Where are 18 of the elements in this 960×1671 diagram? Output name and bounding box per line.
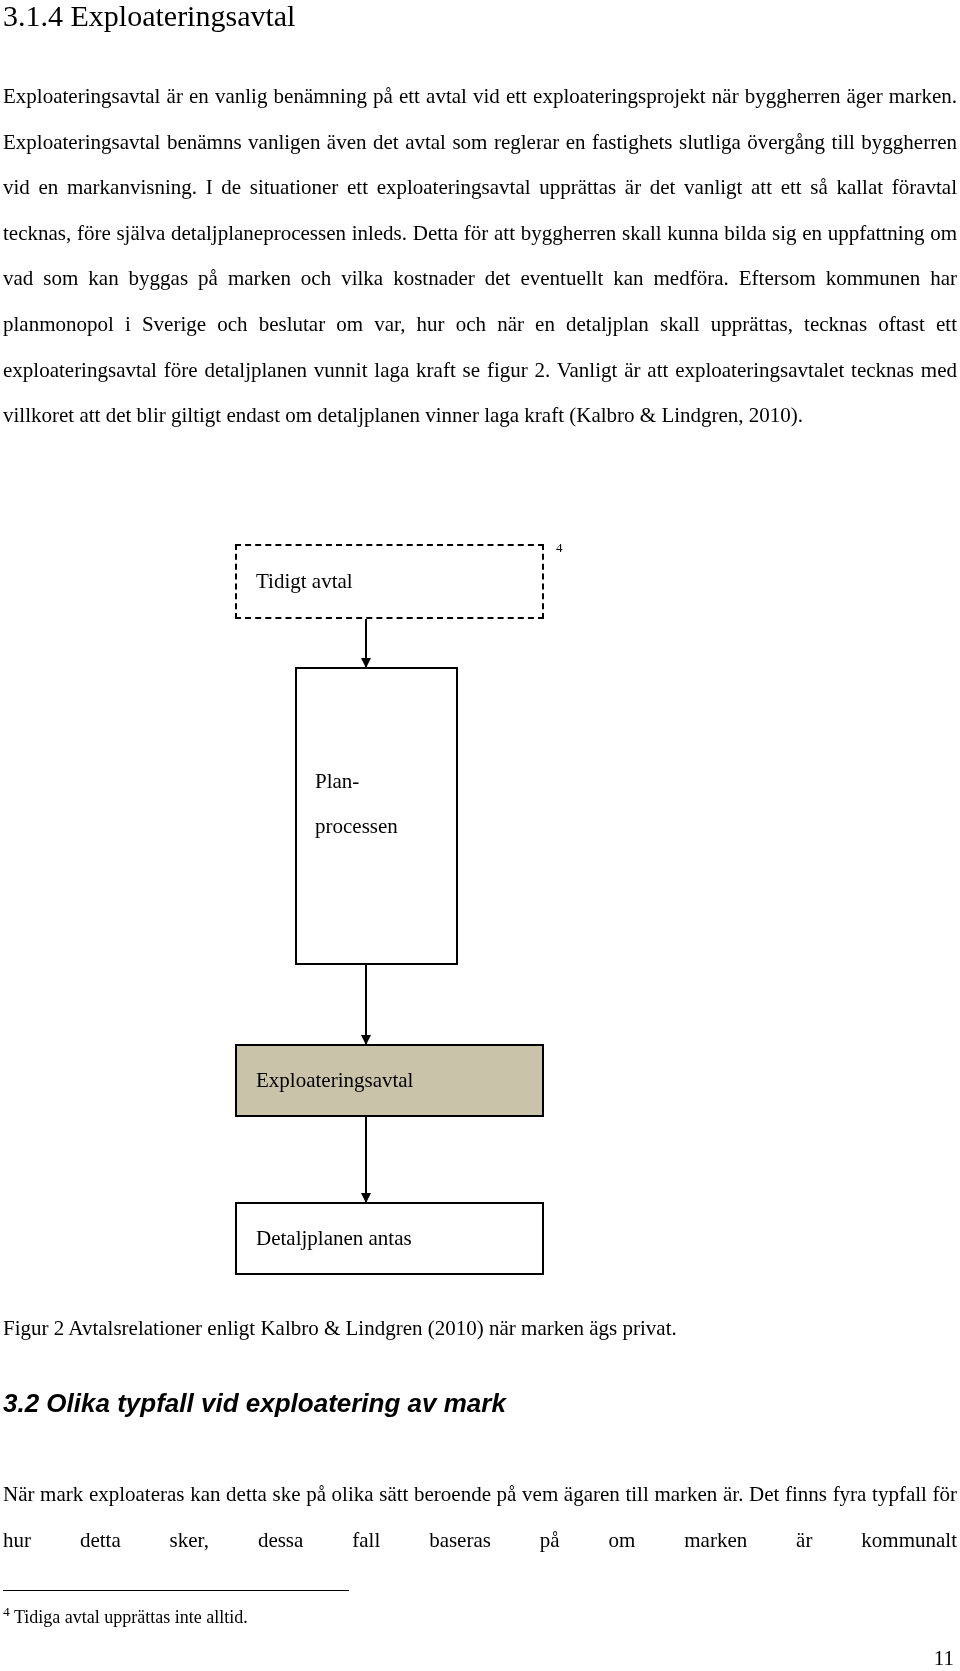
- node-label: Detaljplanen antas: [256, 1225, 412, 1252]
- process-box: [295, 667, 458, 965]
- body-paragraph: Exploateringsavtal är en vanlig benämning på ett avtal vid ett exploateringsprojekt när byggherren äger marken. Exploateringsavtal benämns vanligen även det avtal som reglerar en fastighets slutliga övergång till byggherren vid en markanvisning. I de situationer ett exploateringsavtal upprättas är det vanligt att ett så kallat föravtal tecknas, före själva detaljplaneprocessen inleds. Detta för att byggherren skall kunna bilda sig en uppfattning om vad som kan byggas på marken och vilka kostnader det eventuellt kan medföra. Eftersom kommunen har planmonopol i Sverige och beslutar om var, hur och när en detaljplan skall upprättas, tecknas oftast ett exploateringsavtal före detaljplanen vunnit laga kraft se figur 2. Vanligt är att exploateringsavtalet tecknas med villkoret att det blir giltigt endast om detaljplanen vinner laga kraft (Kalbro & Lindgren, 2010).: [3, 83, 957, 430]
- node-label: Exploateringsavtal: [256, 1067, 414, 1094]
- process-box: [235, 1044, 544, 1117]
- node-label: Plan- processen: [315, 768, 399, 840]
- arrow: [361, 1116, 371, 1203]
- process-box: [235, 1202, 544, 1275]
- arrow: [361, 618, 371, 668]
- node-label: Tidigt avtal: [256, 568, 353, 595]
- section-heading: 3.2 Olika typfall vid exploatering av mark: [3, 1387, 506, 1419]
- figure-caption: Figur 2 Avtalsrelationer enligt Kalbro & Lindgren (2010) när marken ägs privat.: [3, 1315, 677, 1342]
- page-number: 11: [933, 1646, 954, 1670]
- body-paragraph: När mark exploateras kan detta ske på olika sätt beroende på vem ägaren till marken är. Det finns fyra typfall för hur detta sker, dessa fall baseras på om marken är kommunalt: [3, 1481, 957, 1554]
- arrow: [361, 964, 371, 1045]
- footnote-mark: 4: [556, 539, 563, 557]
- section-heading: 3.1.4 Exploateringsavtal: [3, 0, 296, 34]
- footnote: $^{4}$ Tidiga avtal upprättas inte alltid.: [3, 1605, 248, 1629]
